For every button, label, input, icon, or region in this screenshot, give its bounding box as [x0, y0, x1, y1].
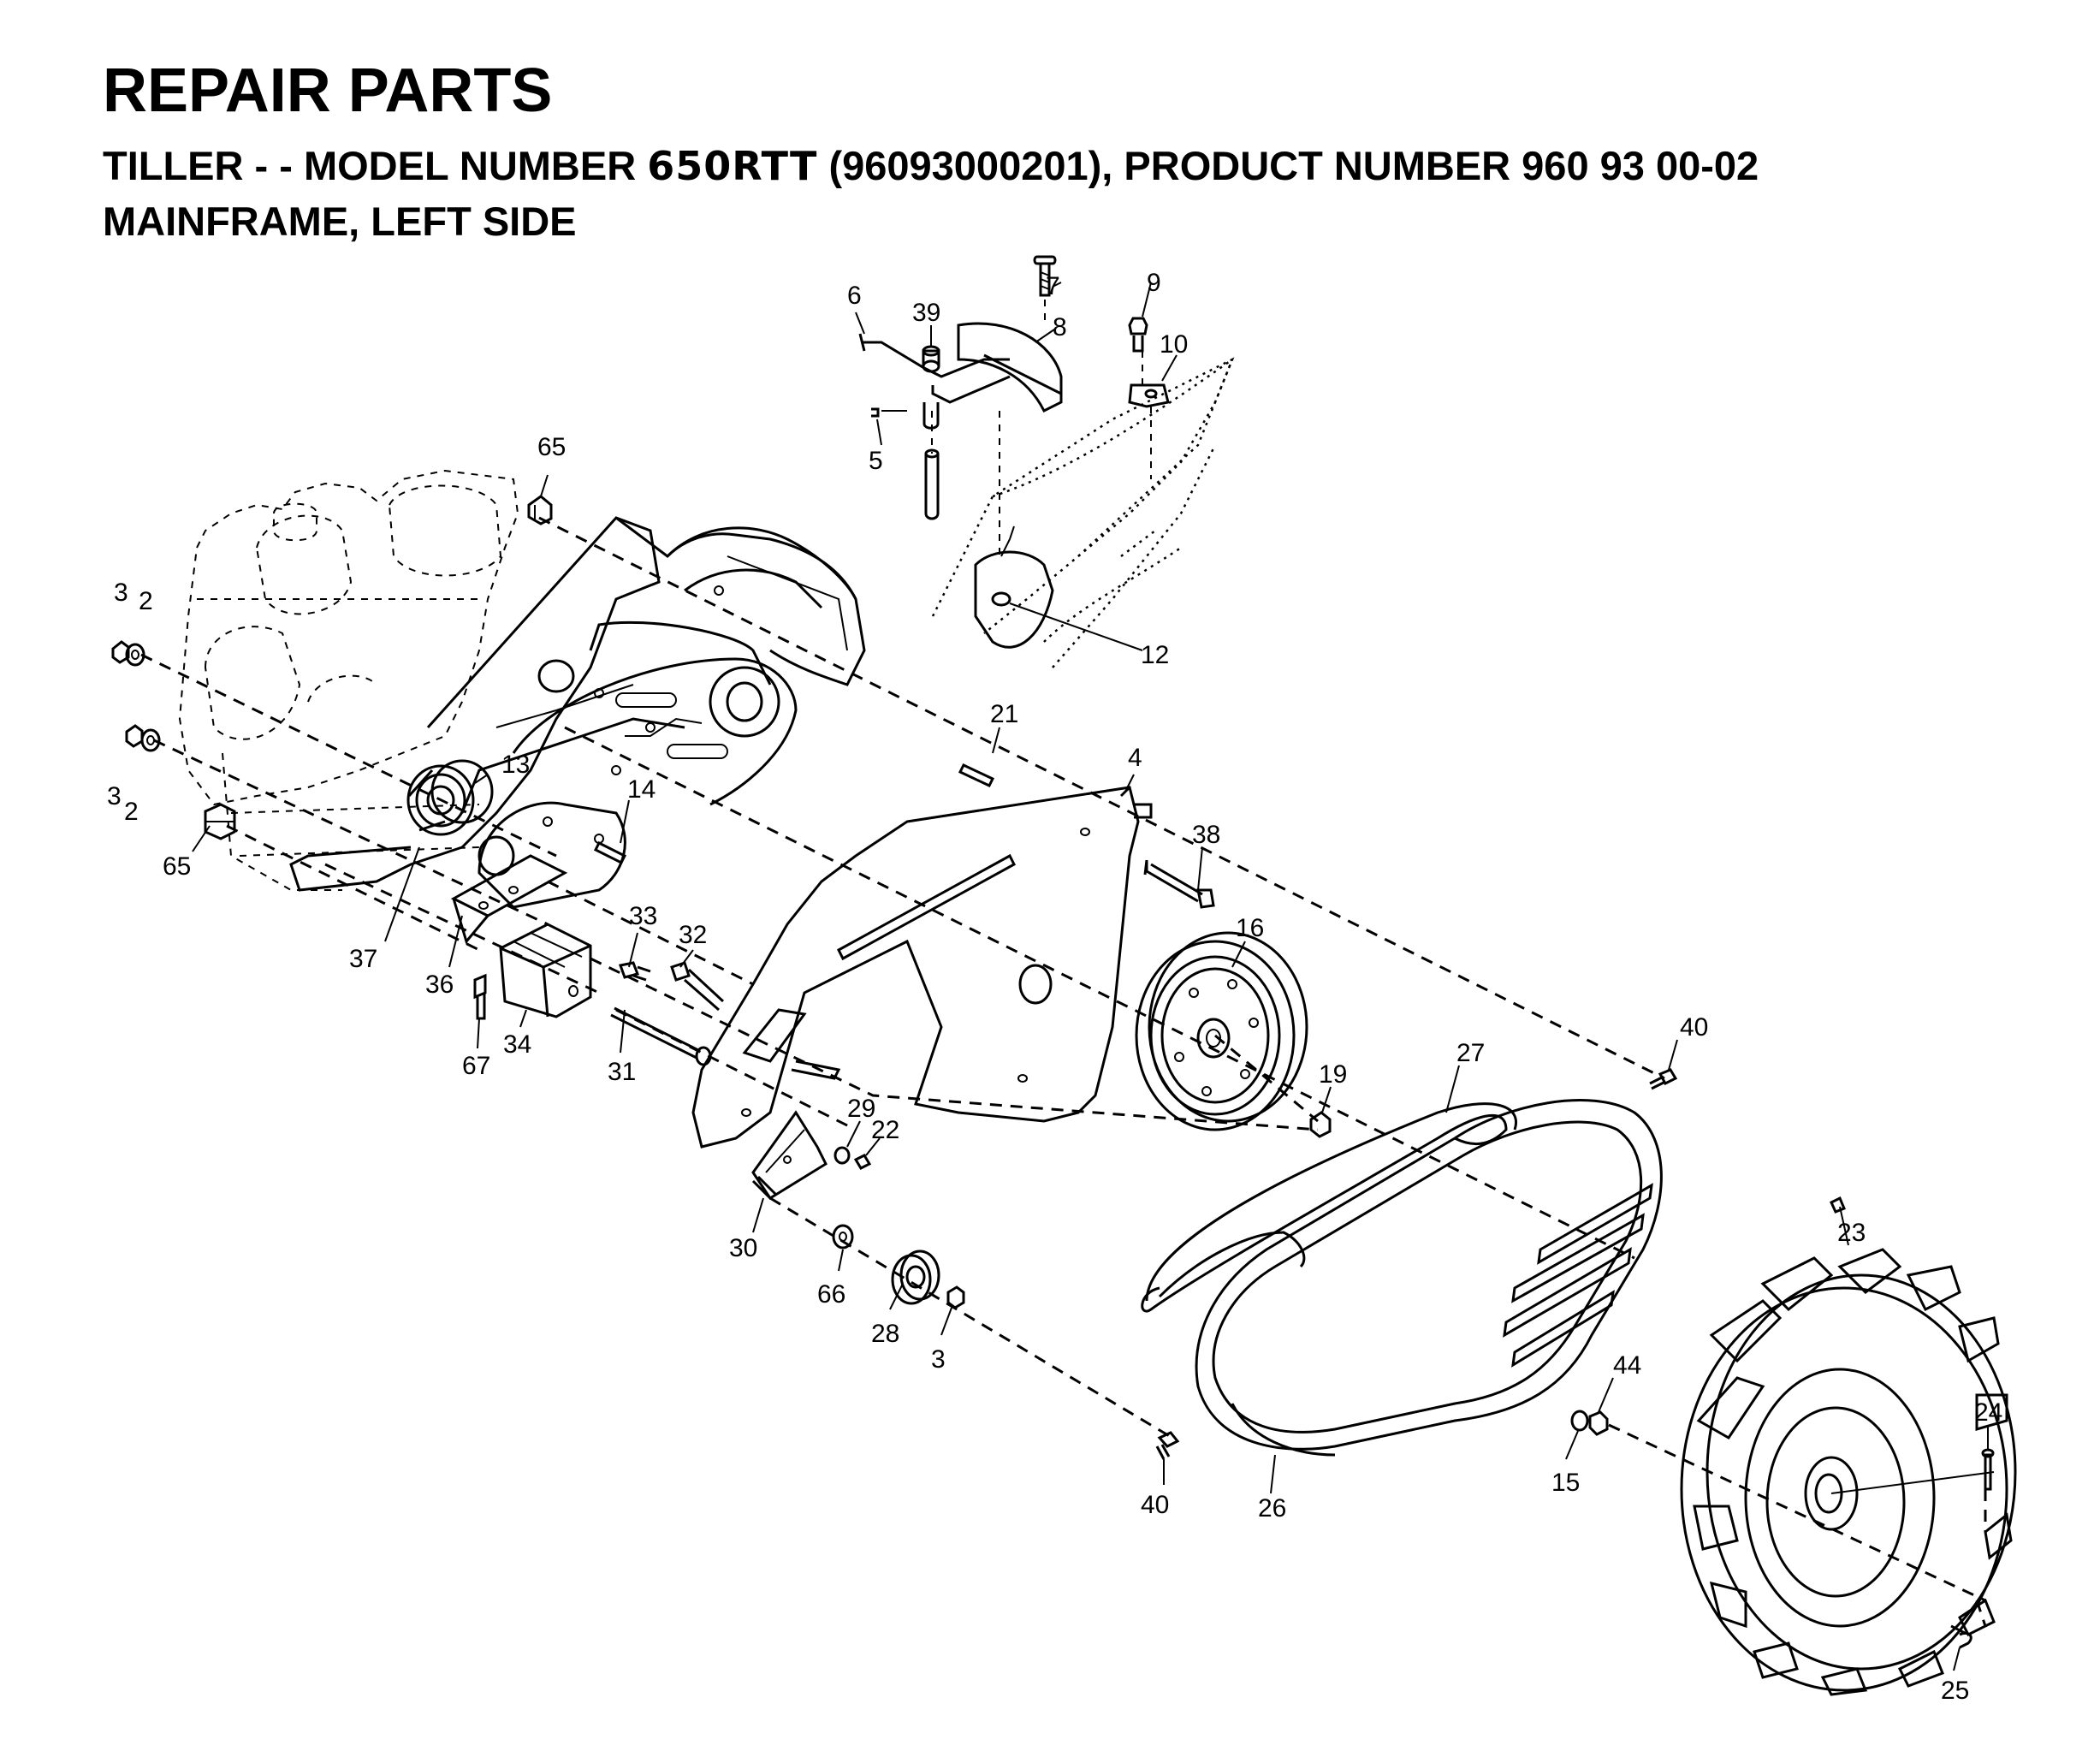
callout-7: 7	[1046, 272, 1060, 300]
callout-33: 33	[629, 902, 657, 930]
callout-3-top: 3	[114, 579, 128, 607]
callout-12: 12	[1141, 641, 1169, 669]
callout-3-mid: 3	[107, 782, 122, 810]
callout-24: 24	[1974, 1398, 2002, 1427]
callout-66: 66	[817, 1280, 845, 1309]
callout-30: 30	[729, 1234, 757, 1262]
callout-25: 25	[1941, 1677, 1969, 1705]
cover-plate-4	[691, 786, 1153, 1149]
shift-lever-assembly	[858, 255, 1063, 556]
leader-lines	[192, 282, 1989, 1671]
block-34	[499, 923, 592, 1018]
callout-labels: 6 39 7 8 9 10 5 65 12 3 2 3 2 21 4 13 14…	[107, 269, 2002, 1705]
callout-4: 4	[1128, 744, 1142, 772]
callout-3-bottom: 3	[931, 1345, 946, 1374]
callout-13: 13	[501, 751, 530, 779]
subtitle-prefix: TILLER - - MODEL NUMBER	[103, 143, 648, 188]
belt-cover-26	[1195, 1099, 1663, 1457]
callout-27: 27	[1456, 1039, 1485, 1067]
mainframe-housing	[289, 516, 866, 909]
idler-pulley-28	[832, 1224, 965, 1309]
callout-29: 29	[847, 1095, 875, 1123]
callout-65-left: 65	[163, 852, 191, 881]
callout-34: 34	[503, 1030, 531, 1059]
callout-6: 6	[847, 282, 862, 310]
callout-16: 16	[1236, 914, 1264, 942]
callout-44: 44	[1613, 1351, 1641, 1380]
callout-32: 32	[679, 921, 707, 949]
callout-36: 36	[425, 971, 454, 999]
mounting-bracket-36	[450, 854, 568, 945]
callout-8: 8	[1053, 313, 1067, 341]
model-subtitle: TILLER - - MODEL NUMBER 650RTT (96093000…	[103, 145, 1759, 186]
callout-15: 15	[1551, 1469, 1580, 1497]
callout-65-top: 65	[537, 433, 566, 461]
engine-pulley	[406, 759, 494, 836]
callout-39: 39	[912, 299, 940, 327]
section-title: MAINFRAME, LEFT SIDE	[103, 199, 577, 244]
idler-bracket-30	[751, 1110, 872, 1201]
callout-40-top: 40	[1680, 1013, 1708, 1042]
callout-10: 10	[1160, 330, 1188, 359]
callout-37: 37	[349, 945, 377, 973]
callout-40-bottom: 40	[1141, 1491, 1169, 1519]
callout-23: 23	[1837, 1219, 1866, 1247]
callout-28: 28	[871, 1320, 899, 1348]
small-fasteners-right	[1143, 859, 1995, 1649]
callout-67: 67	[462, 1052, 490, 1080]
small-fasteners-left	[111, 495, 553, 840]
wheel-23	[1680, 1196, 2017, 1696]
callout-26: 26	[1258, 1494, 1286, 1523]
callout-2-top: 2	[139, 587, 153, 615]
model-number: 650RTT	[647, 143, 818, 189]
shield-dotted	[931, 317, 1235, 668]
callout-31: 31	[608, 1058, 636, 1086]
callout-14: 14	[627, 775, 656, 804]
page-title: REPAIR PARTS	[103, 56, 553, 125]
tine-pulley-16	[1135, 931, 1332, 1138]
bolts-group	[473, 763, 995, 1066]
callout-19: 19	[1319, 1060, 1347, 1089]
callout-2-mid: 2	[124, 798, 139, 826]
callout-22: 22	[871, 1116, 899, 1144]
engine-phantom	[178, 469, 519, 891]
callout-38: 38	[1192, 821, 1220, 849]
callout-21: 21	[990, 700, 1018, 728]
subtitle-suffix: (96093000201), PRODUCT NUMBER 960 93 00-…	[817, 143, 1759, 188]
assembly-lines	[140, 516, 1987, 1627]
v-belt-27	[1141, 1102, 1517, 1313]
callout-9: 9	[1147, 269, 1161, 297]
callout-5: 5	[869, 447, 883, 475]
page-header: REPAIR PARTS TILLER - - MODEL NUMBER 650…	[103, 60, 1759, 241]
